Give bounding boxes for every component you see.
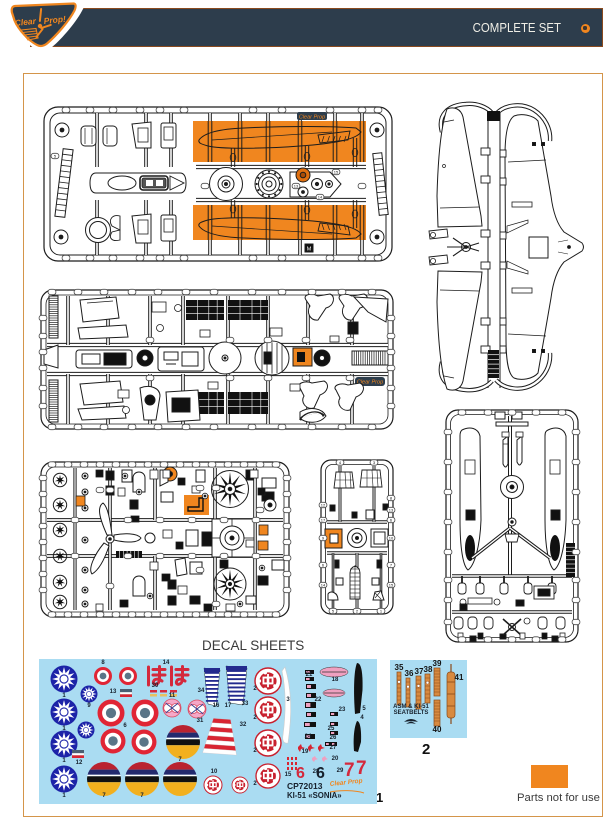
svg-text:39: 39 [433,659,442,668]
svg-text:12: 12 [76,760,83,766]
svg-text:15: 15 [334,170,339,175]
svg-text:8: 8 [390,496,393,501]
svg-text:1: 1 [62,758,66,764]
svg-text:6: 6 [322,563,325,568]
svg-text:7: 7 [140,793,144,799]
svg-text:12: 12 [321,503,326,508]
svg-text:3: 3 [286,697,290,703]
svg-text:ASM & KI-51: ASM & KI-51 [393,704,429,710]
svg-text:18: 18 [332,677,339,683]
svg-text:27: 27 [330,745,337,751]
svg-text:7: 7 [344,760,355,781]
svg-text:5: 5 [362,706,366,712]
svg-text:20: 20 [332,756,339,762]
svg-text:17: 17 [321,518,326,523]
svg-text:28: 28 [313,769,320,775]
svg-text:7: 7 [390,563,393,568]
svg-text:22: 22 [315,697,322,703]
svg-text:14: 14 [321,583,326,588]
svg-text:14: 14 [163,660,170,666]
svg-text:9: 9 [87,703,91,709]
svg-text:SEATBELTS: SEATBELTS [394,710,429,716]
svg-text:24: 24 [305,734,312,740]
svg-text:1: 1 [62,793,66,799]
svg-text:6: 6 [296,765,305,782]
svg-text:7: 7 [102,793,106,799]
svg-text:13: 13 [294,184,299,189]
svg-text:3: 3 [373,460,376,465]
svg-text:33: 33 [242,701,249,707]
svg-text:35: 35 [395,663,404,672]
svg-text:40: 40 [433,725,442,734]
svg-text:30: 30 [152,683,159,689]
svg-text:14: 14 [318,195,323,200]
svg-text:Clear Prop: Clear Prop [329,778,362,788]
svg-text:10: 10 [211,769,218,775]
svg-text:1: 1 [62,726,66,732]
svg-text:15: 15 [285,772,292,778]
svg-text:1: 1 [380,609,383,614]
svg-text:26: 26 [330,735,337,741]
svg-text:13: 13 [389,508,394,513]
svg-text:M: M [307,247,312,253]
svg-text:21: 21 [306,672,313,678]
svg-text:41: 41 [455,673,464,682]
svg-text:13: 13 [110,689,117,695]
svg-text:32: 32 [240,722,247,728]
svg-text:29: 29 [337,768,344,774]
svg-text:2: 2 [356,609,359,614]
svg-text:9: 9 [322,536,325,541]
svg-text:4: 4 [360,715,364,721]
svg-text:Clear Prop: Clear Prop [357,380,383,386]
svg-text:1: 1 [62,693,66,699]
svg-text:Clear: Clear [14,16,37,28]
svg-text:5: 5 [332,609,335,614]
svg-text:19: 19 [302,749,309,755]
svg-text:23: 23 [339,707,346,713]
svg-text:6: 6 [390,518,393,523]
svg-text:37: 37 [415,667,424,676]
svg-text:5: 5 [54,154,57,159]
svg-text:2: 2 [253,781,257,787]
svg-text:2: 2 [253,748,257,754]
svg-text:7: 7 [356,758,367,779]
svg-text:2: 2 [253,686,257,692]
svg-text:11: 11 [169,693,176,699]
svg-text:16: 16 [213,703,220,709]
svg-text:Prop!: Prop! [43,14,66,26]
svg-text:34: 34 [198,688,205,694]
svg-text:10: 10 [389,536,394,541]
svg-text:8: 8 [101,660,105,666]
svg-text:17: 17 [225,703,232,709]
svg-text:38: 38 [424,665,433,674]
svg-text:31: 31 [197,718,204,724]
svg-text:2: 2 [253,715,257,721]
svg-text:25: 25 [328,726,335,732]
svg-text:36: 36 [405,669,414,678]
svg-text:4: 4 [339,460,342,465]
svg-text:CP72013: CP72013 [287,781,323,791]
svg-text:6: 6 [123,723,127,729]
svg-text:7: 7 [178,757,182,763]
svg-text:6: 6 [316,765,325,782]
svg-text:15: 15 [389,583,394,588]
svg-text:KI-51 «SONIA»: KI-51 «SONIA» [287,791,342,800]
svg-text:Clear Prop: Clear Prop [299,114,325,120]
